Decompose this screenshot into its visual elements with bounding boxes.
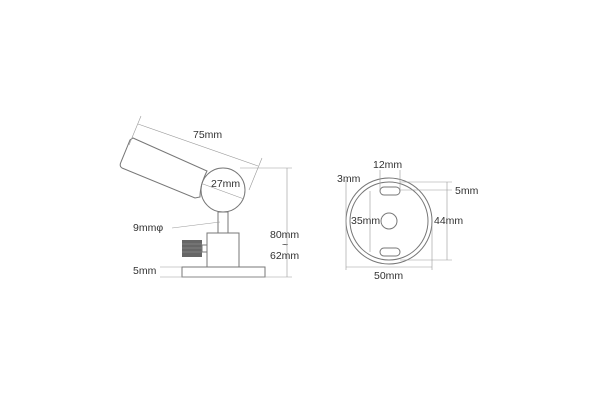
stem [217,211,229,234]
outer-diameter-label: 50mm [374,270,403,282]
height-min-label: 62mm [270,250,299,262]
ball-dim-line [202,183,245,200]
camera-body [119,137,208,199]
bottom-view: 12mm 3mm 5mm 35mm 44mm 50mm [337,159,479,282]
knob-knurl [182,243,202,253]
center-hole [380,212,398,230]
stem-leader [171,221,221,229]
inner-diameter-label: 44mm [434,215,463,227]
knob-nub [201,244,208,253]
height-sep: ~ [282,239,288,251]
stem-diameter-label: 9mmφ [133,222,163,234]
rim-label: 3mm [337,173,361,185]
knob [182,240,202,257]
slot-bottom [379,247,401,257]
base-thickness-label: 5mm [133,265,157,277]
inner-rim [349,181,429,261]
hole-spacing-label: 35mm [351,215,380,227]
ball-joint [200,167,246,213]
length-label: 75mm [193,129,222,141]
ball-diameter-label: 27mm [211,178,240,190]
side-view: 75mm 27mm 9mmφ 80mm ~ 62mm 5mm [119,115,299,278]
slot-width-label: 12mm [373,159,402,171]
length-dim-line [137,123,259,167]
slot-top [379,186,401,196]
base-block [206,232,240,268]
height-max-label: 80mm [270,229,299,241]
base-plate [181,266,266,278]
slot-height-label: 5mm [455,185,479,197]
